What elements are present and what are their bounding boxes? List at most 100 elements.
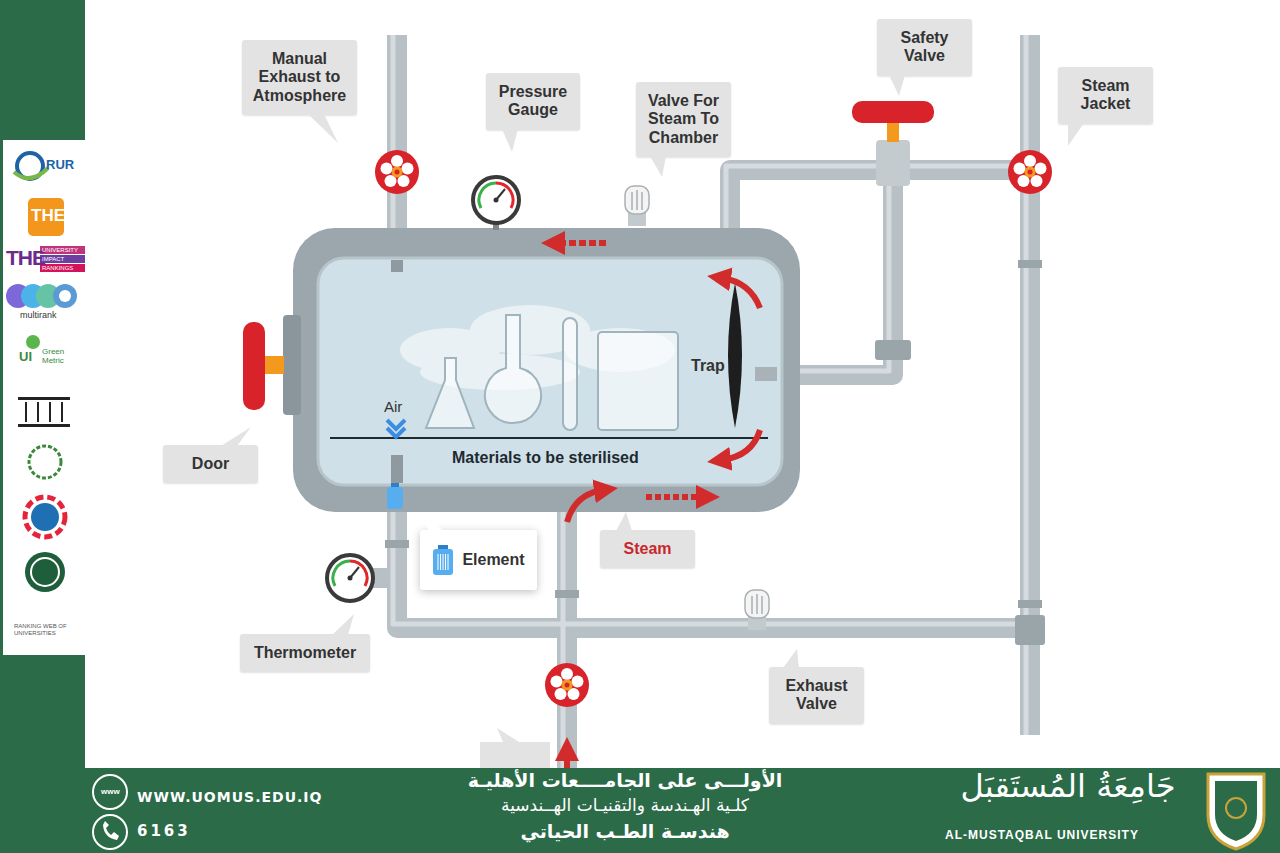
illustration-part xyxy=(31,558,59,586)
callout-box: Manual Exhaust to Atmosphere xyxy=(242,40,357,115)
illustration-part xyxy=(561,505,566,768)
label-text: THE xyxy=(6,246,45,270)
illustration-part xyxy=(49,402,51,422)
callout-pointer xyxy=(486,130,487,131)
steam-chamber-valve xyxy=(625,186,649,226)
illustration-part xyxy=(391,35,396,235)
label-text: multirank xyxy=(20,310,57,320)
illustration-part xyxy=(59,290,71,302)
illustration-part xyxy=(563,318,577,430)
callout-text: Thermometer xyxy=(249,644,361,662)
autoclave-body xyxy=(293,228,800,512)
element-icon xyxy=(432,544,454,576)
illustration-part xyxy=(53,284,77,308)
illustration-part xyxy=(497,728,519,742)
steam-inlet-valve xyxy=(545,663,589,707)
manual-exhaust-valve xyxy=(375,150,419,194)
callout-text: Manual Exhaust to Atmosphere xyxy=(251,50,348,105)
callout-pointer xyxy=(600,530,601,531)
illustration-part xyxy=(29,446,61,478)
illustration-part xyxy=(387,420,405,429)
illustration-part xyxy=(262,356,284,374)
illustration-part xyxy=(93,775,127,809)
heating-element xyxy=(387,483,403,509)
exhaust-valve xyxy=(745,590,769,630)
label-text: THE xyxy=(31,206,65,226)
illustration-part xyxy=(387,487,403,509)
illustration-part xyxy=(887,122,899,142)
callout-box: Steam Jacket xyxy=(1058,67,1153,124)
callout-text: Element xyxy=(462,551,524,569)
illustration-part xyxy=(25,552,65,592)
illustration-part xyxy=(557,505,577,768)
illustration-part xyxy=(556,240,606,246)
callout-pointer xyxy=(420,530,421,531)
label-text: RANKING WEB OF UNIVERSITIES xyxy=(14,623,82,637)
illustration-part xyxy=(391,455,403,483)
callout-box: Safety Valve xyxy=(877,19,972,76)
callout-pointer xyxy=(240,634,241,635)
illustration-part xyxy=(1018,260,1042,268)
thermometer-gauge xyxy=(327,555,373,601)
callout-box: Door xyxy=(163,445,258,483)
illustration-part xyxy=(387,428,405,437)
callout-text: Safety Valve xyxy=(886,29,963,66)
illustration-part xyxy=(876,140,910,186)
footer-band xyxy=(0,768,1280,853)
illustration-part xyxy=(37,402,39,422)
illustration-part xyxy=(18,397,70,400)
label-text: الأولـــى على الجامــــعات الأهليـة xyxy=(415,770,835,792)
illustration-part xyxy=(852,101,934,123)
callout-pointer xyxy=(1058,124,1059,125)
label-text: RUR xyxy=(46,158,74,173)
illustration-part xyxy=(755,367,777,381)
glassware xyxy=(426,315,678,430)
illustration-part xyxy=(61,402,63,422)
illustration-part xyxy=(103,821,119,840)
illustration-part xyxy=(25,402,27,422)
university-shield xyxy=(1208,774,1264,849)
label-text: UI xyxy=(19,350,32,365)
pressure-gauge xyxy=(473,177,519,223)
label-text: كلـية الهـندسة والتقنيـات الهــندسية xyxy=(415,796,835,816)
steam-jacket-valve xyxy=(1008,150,1052,194)
illustration-part xyxy=(598,332,678,430)
chamber xyxy=(318,258,782,485)
callout-box: Valve For Steam To Chamber xyxy=(636,82,731,157)
callout-text: Steam Jacket xyxy=(1067,77,1144,114)
label-text: 6163 xyxy=(137,823,191,840)
callout-box: Steam xyxy=(600,530,695,568)
callout-box: Element xyxy=(420,530,537,590)
illustration-part xyxy=(564,752,570,768)
callout-pointer xyxy=(163,445,164,446)
illustration-part xyxy=(387,35,407,235)
illustration-part xyxy=(1226,798,1246,818)
trap xyxy=(728,283,742,428)
illustration-part xyxy=(426,358,474,428)
label-text: Trap xyxy=(691,357,725,375)
illustration-part xyxy=(555,590,579,598)
illustration-part xyxy=(722,430,760,460)
callout-text: Valve For Steam To Chamber xyxy=(645,92,722,147)
label-text: www xyxy=(101,787,120,796)
callout-text: Pressure Gauge xyxy=(495,83,571,120)
label-text: WWW.UOMUS.EDU.IQ xyxy=(137,789,322,805)
illustration-part xyxy=(1215,781,1257,841)
door-handle xyxy=(243,315,301,415)
callout-box: Thermometer xyxy=(240,634,370,672)
footer-icons xyxy=(93,775,127,849)
illustration-part xyxy=(1015,615,1045,645)
illustration-part xyxy=(93,815,127,849)
callout-text: Exhaust Valve xyxy=(778,677,855,714)
illustration-part xyxy=(646,494,705,500)
callout-text: Steam xyxy=(609,540,686,558)
illustration-part xyxy=(25,497,65,537)
ranking-logos xyxy=(6,153,85,592)
illustration-part xyxy=(480,742,550,768)
label-text: Green Metric xyxy=(42,347,82,365)
label-text: جَامِعَةُ المُستَقبَل xyxy=(943,768,1193,805)
illustration-part xyxy=(567,490,603,522)
illustration-part xyxy=(391,260,403,272)
illustration-part xyxy=(485,315,541,423)
illustration-part xyxy=(14,168,48,178)
